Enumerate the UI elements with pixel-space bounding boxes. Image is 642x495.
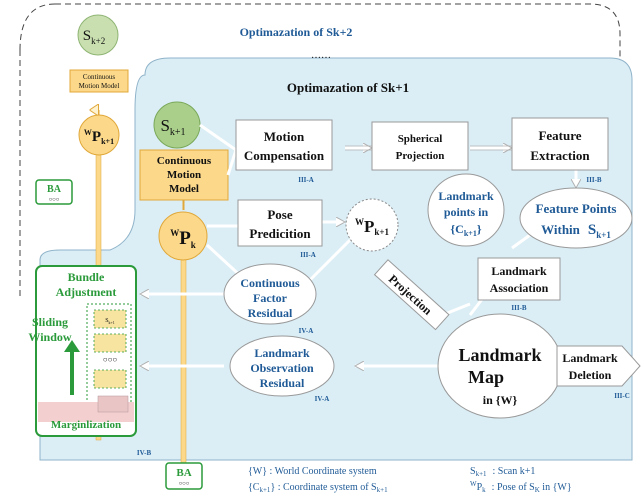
tag-landmark-assoc: III-B [511, 304, 527, 312]
tag-landmark-deletion: III-C [614, 392, 630, 400]
svg-text:Projection: Projection [396, 150, 445, 162]
legend-s: Sk+1: Scan k+1 [470, 466, 535, 478]
svg-text:Landmark: Landmark [438, 189, 494, 203]
svg-text:Residual: Residual [248, 306, 293, 320]
continuous-motion-model-box: Continuous Motion Model [139, 149, 229, 201]
svg-text:points in: points in [444, 205, 489, 219]
svg-text:Predicition: Predicition [249, 226, 311, 241]
scan-k2-node: Sk+2 [77, 14, 119, 56]
svg-text:Landmark: Landmark [254, 346, 310, 360]
svg-text:Deletion: Deletion [569, 368, 612, 382]
svg-text:Factor: Factor [253, 291, 288, 305]
svg-text:in {W}: in {W} [483, 393, 518, 407]
svg-text:Sk+1: Sk+1 [105, 318, 115, 325]
scan-k1-node: Sk+1 [153, 101, 201, 149]
outer-panel-title: Optimazation of Sk+2 [240, 25, 353, 39]
svg-text:Residual: Residual [260, 376, 305, 390]
svg-text:Marginlization: Marginlization [51, 419, 121, 431]
landmark-observation-residual-ellipse: Landmark Observation Residual [229, 335, 335, 397]
ba-bottom-badge: BA ○○○ [165, 462, 203, 490]
svg-text:Extraction: Extraction [530, 148, 590, 163]
svg-text:Feature: Feature [538, 128, 581, 143]
motion-compensation-box: Motion Compensation [235, 119, 333, 171]
tag-feature-extraction: III-B [586, 176, 602, 184]
landmark-deletion-box: Landmark Deletion [556, 345, 641, 387]
outer-panel-dots: …… [311, 50, 331, 61]
continuous-factor-residual-ellipse: Continuous Factor Residual [223, 263, 317, 325]
pose-pipe-center [180, 254, 187, 466]
svg-text:Continuous: Continuous [83, 73, 116, 81]
svg-text:Continuous: Continuous [240, 276, 300, 290]
svg-text:Compensation: Compensation [244, 148, 325, 163]
landmark-association-box: Landmark Association [477, 257, 561, 301]
inner-panel-title: Optimazation of Sk+1 [287, 80, 409, 95]
svg-text:BA: BA [176, 467, 191, 479]
spherical-projection-box: Spherical Projection [371, 121, 469, 171]
svg-text:○○○: ○○○ [179, 481, 190, 487]
pose-k1-predicted-node: WPk+1 [345, 198, 399, 252]
svg-text:Pose: Pose [267, 207, 293, 222]
landmark-map-ellipse: Landmark Map in {W} [437, 313, 563, 419]
svg-text:Motion: Motion [167, 169, 201, 181]
svg-text:Landmark: Landmark [562, 351, 618, 365]
landmark-points-ellipse: Landmark points in {Ck+1} [427, 173, 505, 247]
continuous-motion-model-small: Continuous Motion Model [69, 69, 129, 93]
svg-text:Landmark: Landmark [458, 345, 541, 365]
tag-pose-prediction: III-A [300, 251, 316, 259]
svg-text:Motion: Motion [264, 129, 305, 144]
legend-c: {Ck+1} : Coordinate system of Sk+1 [248, 482, 388, 494]
svg-text:WPk+1: WPk+1 [84, 128, 114, 146]
ba-top-badge: BA ○○○ [35, 179, 73, 205]
svg-text:WPk: WPk [170, 228, 196, 250]
bundle-adjustment-box: Bundle Adjustment Sliding Window Sk+1 ○○… [28, 265, 137, 437]
legend: {W} : World Coordinate system {Ck+1} : C… [248, 466, 572, 494]
feature-extraction-box: Feature Extraction [511, 117, 609, 171]
legend-w: {W} : World Coordinate system [248, 466, 377, 477]
svg-text:WPk+1: WPk+1 [355, 217, 390, 237]
svg-text:Observation: Observation [250, 361, 314, 375]
svg-text:{Ck+1}: {Ck+1} [450, 222, 481, 238]
svg-text:Association: Association [490, 281, 549, 295]
pose-k-node: WPk [158, 211, 208, 261]
pose-prediction-box: Pose Predicition [237, 199, 323, 247]
svg-text:Spherical: Spherical [398, 133, 443, 145]
svg-text:BA: BA [47, 184, 62, 195]
svg-text:Sk+2: Sk+2 [83, 28, 105, 46]
svg-text:○○○: ○○○ [103, 355, 118, 364]
pose-k1-left-node: WPk+1 [78, 114, 120, 156]
svg-text:Motion Model: Motion Model [79, 82, 120, 90]
svg-text:Adjustment: Adjustment [56, 285, 117, 299]
svg-text:Feature Points: Feature Points [536, 201, 617, 216]
svg-text:Sk+1: Sk+1 [160, 116, 185, 138]
svg-text:Window: Window [28, 330, 71, 344]
tag-motion-comp: III-A [298, 176, 314, 184]
flow-arrows [140, 123, 576, 366]
outer-dashed-panel [19, 3, 621, 300]
tag-cont-factor: IV-A [299, 327, 314, 335]
svg-text:Landmark: Landmark [491, 264, 547, 278]
svg-text:○○○: ○○○ [49, 197, 60, 203]
svg-text:Sliding: Sliding [32, 315, 68, 329]
svg-text:Map: Map [468, 367, 504, 387]
svg-text:Bundle: Bundle [68, 270, 105, 284]
svg-text:Continuous: Continuous [157, 155, 212, 167]
legend-p: WPk: Pose of SK in {W} [470, 480, 572, 494]
svg-text:Model: Model [169, 183, 199, 195]
tag-landmark-obs: IV-A [315, 395, 330, 403]
tag-bundle: IV-B [137, 449, 152, 457]
